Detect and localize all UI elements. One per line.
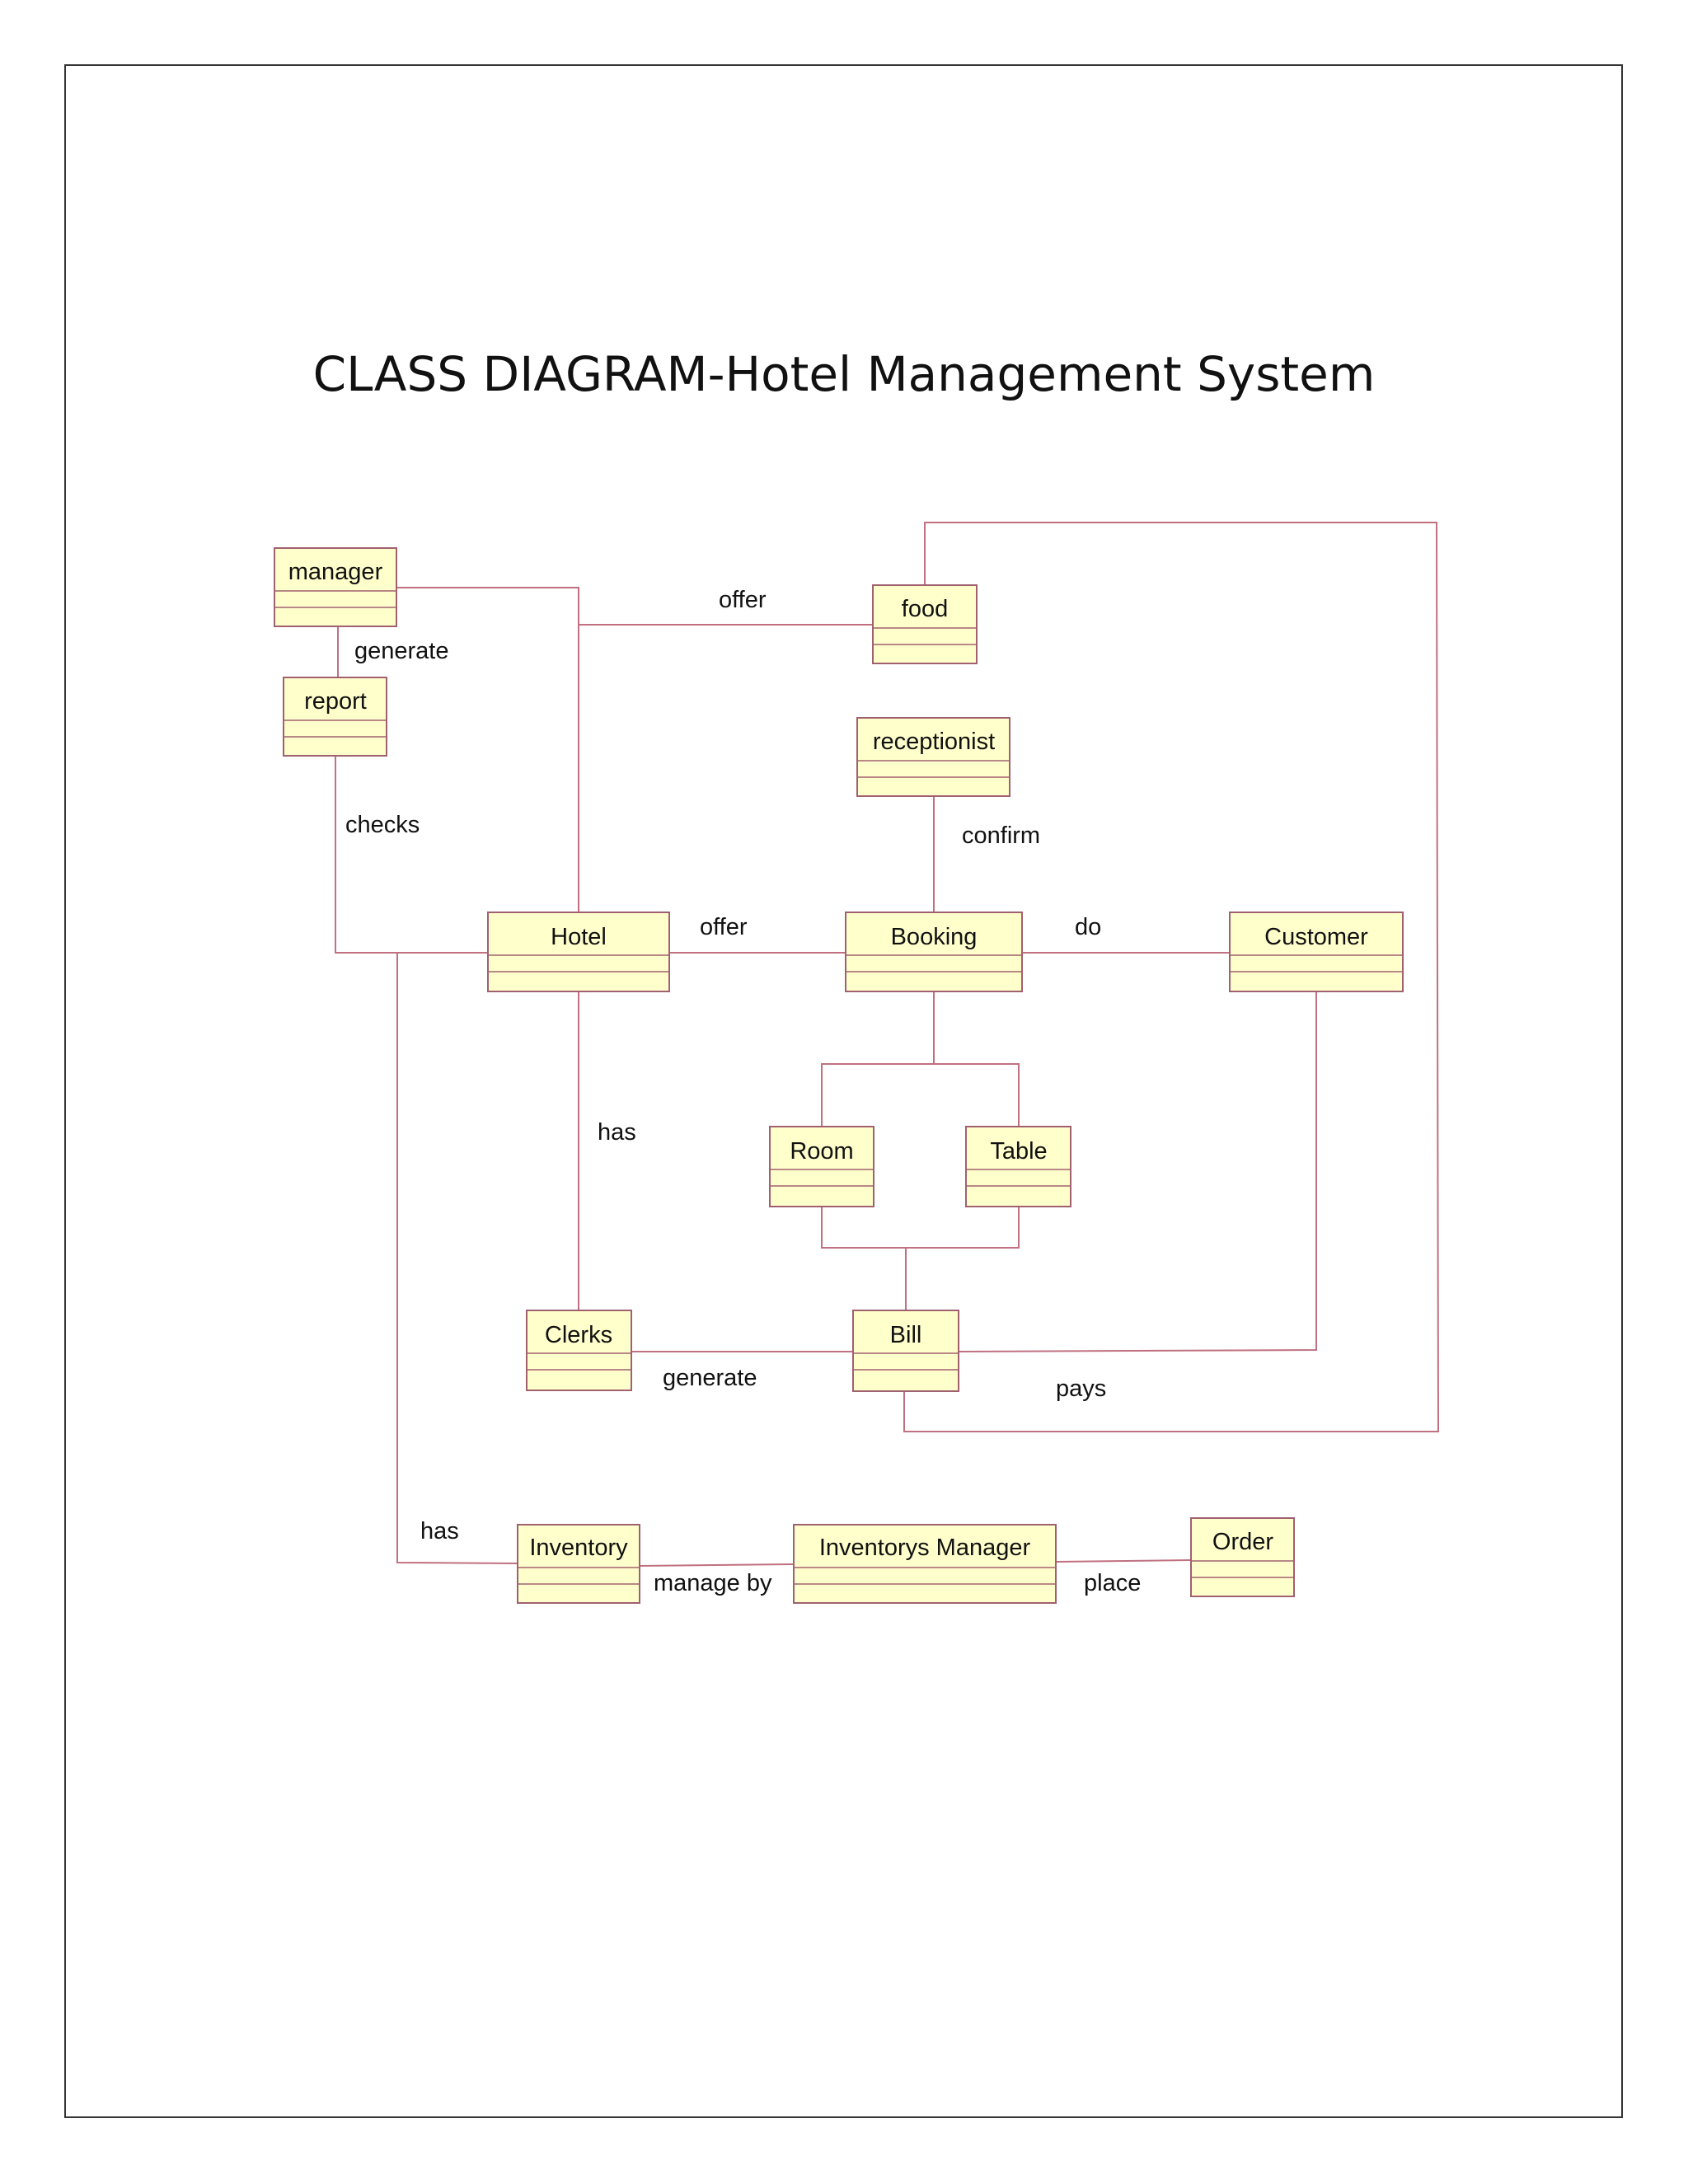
class-hotel[interactable]: Hotel [487,912,670,992]
class-customer-name: Customer [1264,924,1368,950]
label-customer-bill: pays [1056,1376,1106,1402]
class-room[interactable]: Room [769,1126,874,1207]
label-manager-report: generate [354,638,449,664]
connector-manager-order [1055,1559,1192,1563]
class-table[interactable]: Table [965,1126,1071,1207]
label-receptionist-booking: confirm [962,823,1040,849]
label-booking-customer: do [1075,914,1101,940]
class-inventory-name: Inventory [529,1535,628,1561]
class-food[interactable]: food [872,584,978,664]
class-booking-name: Booking [891,924,978,950]
label-hotel-clerks: has [598,1119,636,1146]
connector-inventory-manager [639,1563,795,1567]
connectors [335,522,1440,1567]
class-receptionist-name: receptionist [873,729,995,755]
class-order-name: Order [1212,1529,1273,1555]
association-labels: generate offer checks confirm offer do h… [345,587,1141,1596]
label-hotel-food: offer [719,587,767,613]
class-receptionist[interactable]: receptionist [856,717,1010,797]
connector-room-bill [821,1207,1020,1249]
class-report-name: report [304,688,367,715]
class-room-name: Room [790,1138,853,1165]
connector-customer-bill [958,991,1317,1352]
label-inventory-manager: manage by [654,1570,772,1596]
class-booking[interactable]: Booking [845,912,1023,992]
label-hotel-inventory: has [420,1518,459,1544]
class-food-name: food [902,596,948,622]
label-hotel-booking: offer [700,914,748,940]
class-manager-name: manager [288,559,383,585]
label-report-hotel: checks [345,812,420,838]
class-inventorys-manager-name: Inventorys Manager [819,1535,1031,1561]
class-customer[interactable]: Customer [1229,912,1404,992]
label-clerks-bill: generate [663,1365,757,1391]
page-frame [64,64,1623,2118]
connector-hotel-inventory [396,952,518,1564]
class-inventory[interactable]: Inventory [517,1524,640,1604]
label-manager-order: place [1084,1570,1141,1596]
connector-food-bill [903,522,1440,1432]
class-clerks[interactable]: Clerks [526,1310,632,1391]
diagram-title: CLASS DIAGRAM-Hotel Management System [312,346,1376,402]
class-bill-name: Bill [890,1322,922,1348]
class-order[interactable]: Order [1190,1517,1295,1597]
class-hotel-name: Hotel [551,924,607,950]
class-manager[interactable]: manager [274,547,397,627]
class-clerks-name: Clerks [545,1322,612,1348]
connector-booking-table [934,1063,1020,1127]
connector-report-hotel [335,756,488,954]
class-bill[interactable]: Bill [852,1310,959,1392]
connector-booking-room-table [821,991,935,1127]
class-inventorys-manager[interactable]: Inventorys Manager [793,1524,1057,1604]
class-table-name: Table [990,1138,1047,1165]
class-report[interactable]: report [283,677,387,757]
connector-manager-hotel [397,587,579,912]
